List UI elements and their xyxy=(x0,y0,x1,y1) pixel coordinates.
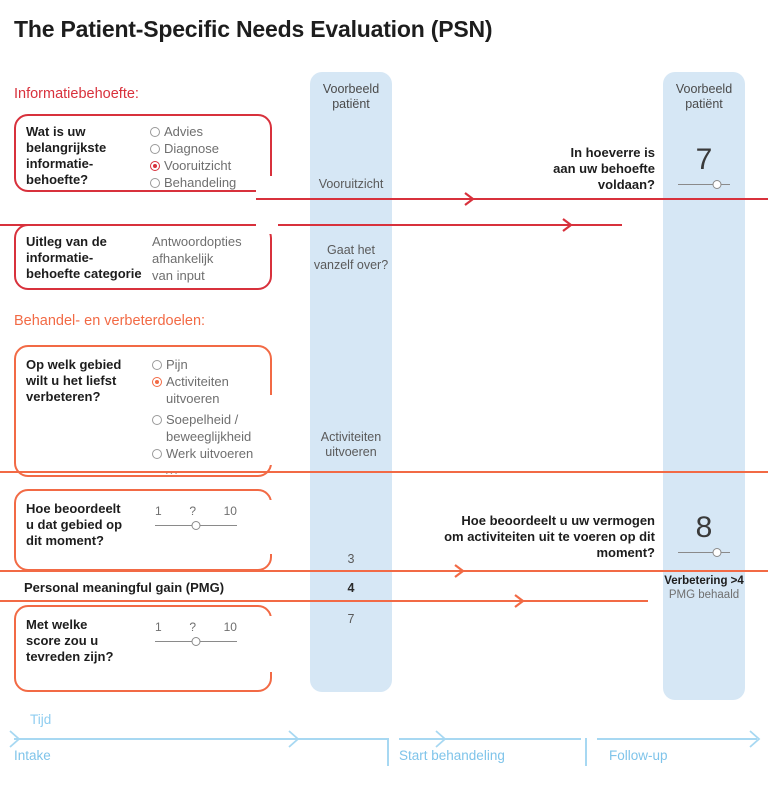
flow-arrow-2 xyxy=(562,218,573,232)
followup-question-need-fulfilled: In hoeverre is aan uw behoefte voldaan? xyxy=(553,145,655,192)
slider-rail[interactable] xyxy=(155,521,237,531)
followup-score-ability: 8 xyxy=(695,511,713,544)
patient-value-current-score: 3 xyxy=(347,552,355,566)
option-activiteiten-uitvoeren[interactable]: Activiteiten uitvoeren xyxy=(152,373,277,407)
page-title: The Patient-Specific Needs Evaluation (P… xyxy=(14,16,493,42)
patient-column-intake: Voorbeeld patiënt xyxy=(310,72,392,692)
option-vooruitzicht[interactable]: Vooruitzicht xyxy=(150,157,270,174)
card-improvement-area-question: Op welk gebied wilt u het liefst verbete… xyxy=(26,357,122,404)
card-border-gap xyxy=(256,616,278,672)
timeline-tick-1 xyxy=(387,738,389,766)
slider-knob[interactable] xyxy=(712,180,722,189)
radio-icon[interactable] xyxy=(150,127,160,137)
radio-icon[interactable] xyxy=(152,360,162,370)
pmg-row-label: Personal meaningful gain (PMG) xyxy=(24,580,225,595)
followup-slider-need-fulfilled[interactable] xyxy=(678,180,730,190)
card-explanation-question: Uitleg van de informatie- behoefte categ… xyxy=(26,234,142,281)
card-improvement-area-options: Pijn Activiteiten uitvoeren Soepelheid /… xyxy=(152,356,277,462)
timeline-chevron-icon xyxy=(435,730,447,748)
slider-knob[interactable] xyxy=(191,521,201,530)
timeline-chevron-icon xyxy=(288,730,300,748)
section-header-information-need: Informatiebehoefte: xyxy=(14,86,139,102)
flow-line-5 xyxy=(0,600,648,602)
patient-column-followup-header: Voorbeeld patiënt xyxy=(675,82,733,111)
slider-knob[interactable] xyxy=(712,548,722,557)
flow-line-3 xyxy=(0,471,768,473)
card-main-information-need-question: Wat is uw belangrijkste informatie- beho… xyxy=(26,124,107,187)
slider-rail[interactable] xyxy=(678,180,730,190)
patient-value-improvement-area: Activiteiten uitvoeren xyxy=(320,430,382,459)
patient-value-explanation: Gaat het vanzelf over? xyxy=(313,243,389,272)
slider-ticks: 1 ? 10 xyxy=(155,504,237,518)
section-header-treatment-goals: Behandel- en verbeterdoelen: xyxy=(14,313,206,329)
flow-line-4 xyxy=(0,570,768,572)
patient-value-pmg: 4 xyxy=(347,581,355,595)
card-target-rating-slider[interactable]: 1 ? 10 xyxy=(155,620,237,647)
followup-slider-ability[interactable] xyxy=(678,548,730,558)
timeline-label-start-treatment: Start behandeling xyxy=(399,748,505,763)
patient-column-intake-header: Voorbeeld patiënt xyxy=(322,82,380,111)
radio-icon[interactable] xyxy=(152,415,162,425)
card-border-gap xyxy=(256,395,278,465)
patient-value-information-need: Vooruitzicht xyxy=(318,177,384,191)
radio-selected-icon[interactable] xyxy=(152,377,162,387)
patient-value-target-score: 7 xyxy=(347,612,355,626)
option-diagnose[interactable]: Diagnose xyxy=(150,140,270,157)
slider-knob[interactable] xyxy=(191,637,201,646)
option-advies[interactable]: Advies xyxy=(150,123,270,140)
slider-ticks: 1 ? 10 xyxy=(155,620,237,634)
radio-icon[interactable] xyxy=(152,449,162,459)
slider-rail[interactable] xyxy=(678,548,730,558)
card-border-gap xyxy=(256,218,278,234)
flow-arrow-1 xyxy=(464,192,475,206)
card-main-information-need-options: Advies Diagnose Vooruitzicht Behandeling xyxy=(150,123,270,191)
slider-rail[interactable] xyxy=(155,637,237,647)
option-behandeling[interactable]: Behandeling xyxy=(150,174,270,191)
card-target-rating-question: Met welke score zou u tevreden zijn? xyxy=(26,617,114,664)
card-improvement-area-more: ... xyxy=(165,462,179,477)
timeline-segment-intake xyxy=(14,738,388,740)
followup-question-ability: Hoe beoordeelt u uw vermogen om activite… xyxy=(444,513,655,560)
card-current-rating-question: Hoe beoordeelt u dat gebied op dit momen… xyxy=(26,501,123,548)
flow-arrow-5 xyxy=(514,594,525,608)
timeline-label-intake: Intake xyxy=(14,748,51,763)
card-explanation-category[interactable] xyxy=(14,224,272,290)
flow-line-1 xyxy=(256,198,768,200)
flow-arrow-4 xyxy=(454,564,465,578)
timeline-label-followup: Follow-up xyxy=(609,748,668,763)
followup-improvement-result: Verbetering >4 PMG behaald xyxy=(664,575,744,601)
timeline-segment-start-treatment xyxy=(399,738,581,740)
radio-icon[interactable] xyxy=(150,144,160,154)
card-current-rating-slider[interactable]: 1 ? 10 xyxy=(155,504,237,531)
card-main-information-need[interactable] xyxy=(14,114,272,192)
option-soepelheid[interactable]: Soepelheid / beweeglijkheid xyxy=(152,411,277,445)
timeline-axis-label: Tijd xyxy=(30,712,52,727)
followup-score-need-fulfilled: 7 xyxy=(695,143,713,176)
card-border-gap xyxy=(256,500,278,554)
timeline-tick-2 xyxy=(585,738,587,766)
radio-icon[interactable] xyxy=(150,178,160,188)
patient-column-followup: Voorbeeld patiënt xyxy=(663,72,745,700)
timeline-end-chevron-icon xyxy=(749,730,761,748)
timeline-segment-followup xyxy=(597,738,757,740)
option-pijn[interactable]: Pijn xyxy=(152,356,277,373)
card-explanation-body: Antwoordopties afhankelijk van input xyxy=(152,234,242,283)
flow-line-2 xyxy=(0,224,622,226)
card-border-gap xyxy=(256,176,278,198)
radio-selected-icon[interactable] xyxy=(150,161,160,171)
option-werk-uitvoeren[interactable]: Werk uitvoeren xyxy=(152,445,277,462)
timeline-start-chevron-icon xyxy=(9,730,21,748)
